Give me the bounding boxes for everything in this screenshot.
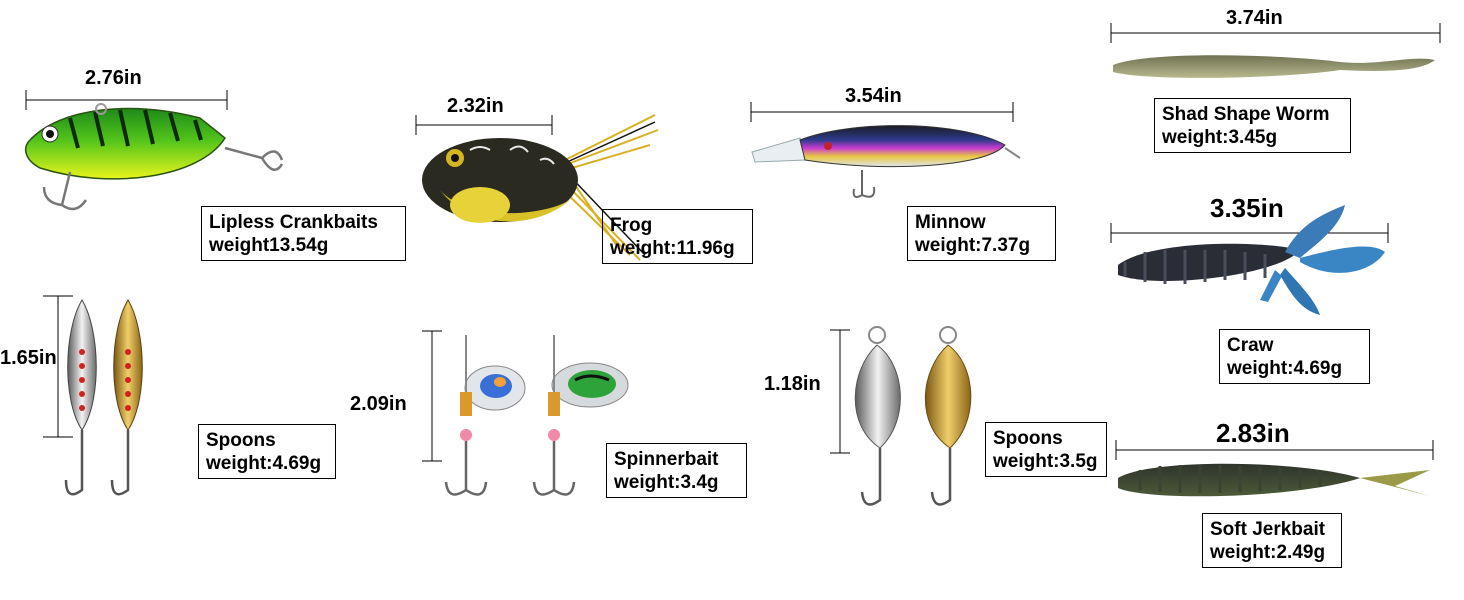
product-name: Spoons [993,428,1063,449]
dimension-label-minnow: 3.54in [845,85,902,107]
product-name: Spinnerbait [614,449,719,470]
lipless-crankbait-image [24,90,284,211]
frog-image [415,114,659,261]
product-weight: weight:4.69g [206,453,322,474]
label-spoons-2: Spoons weight:3.5g [985,422,1107,477]
spoons-image-1 [43,295,143,496]
product-name: Craw [1227,335,1274,356]
label-spinnerbait: Spinnerbait weight:3.4g [606,443,747,498]
spoons-image-2 [830,326,972,506]
label-soft-jerkbait: Soft Jerkbait weight:2.49g [1202,513,1342,568]
product-name: Soft Jerkbait [1210,519,1326,540]
product-weight: weight:11.96g [610,238,735,259]
product-weight: weight:7.37g [915,235,1031,256]
product-weight: weight:2.49g [1210,542,1326,563]
product-weight: weight:3.4g [614,472,719,493]
dimension-label-spoons-1: 1.65in [0,347,57,369]
label-lipless-crankbaits: Lipless Crankbaits weight13.54g [201,206,406,261]
dimension-label-soft-jerkbait: 2.83in [1216,418,1290,448]
dimension-label-shad-worm: 3.74in [1226,7,1283,29]
craw-image [1110,205,1389,315]
soft-jerkbait-image [1115,440,1434,497]
product-name: Minnow [915,212,986,233]
product-weight: weight:3.45g [1162,127,1278,148]
label-shad-shape-worm: Shad Shape Worm weight:3.45g [1154,98,1351,153]
dimension-label-lipless-crankbaits: 2.76in [85,67,142,89]
label-spoons-1: Spoons weight:4.69g [198,424,336,479]
product-weight: weight:3.5g [993,451,1098,472]
minnow-image [750,102,1021,198]
shad-worm-image [1110,23,1441,78]
product-weight: weight:4.69g [1227,358,1343,379]
product-name: Shad Shape Worm [1162,104,1330,125]
dimension-label-spoons-2: 1.18in [764,373,821,395]
dimension-label-spinnerbait: 2.09in [350,393,407,415]
label-minnow: Minnow weight:7.37g [907,206,1056,261]
label-craw: Craw weight:4.69g [1219,329,1370,384]
dimension-label-frog: 2.32in [447,95,504,117]
dimension-label-craw: 3.35in [1210,193,1284,223]
product-name: Lipless Crankbaits [209,212,378,233]
spinnerbait-image [422,330,629,496]
product-name: Spoons [206,430,276,451]
label-frog: Frog weight:11.96g [602,209,753,264]
product-name: Frog [610,215,653,236]
product-weight: weight13.54g [209,235,329,256]
